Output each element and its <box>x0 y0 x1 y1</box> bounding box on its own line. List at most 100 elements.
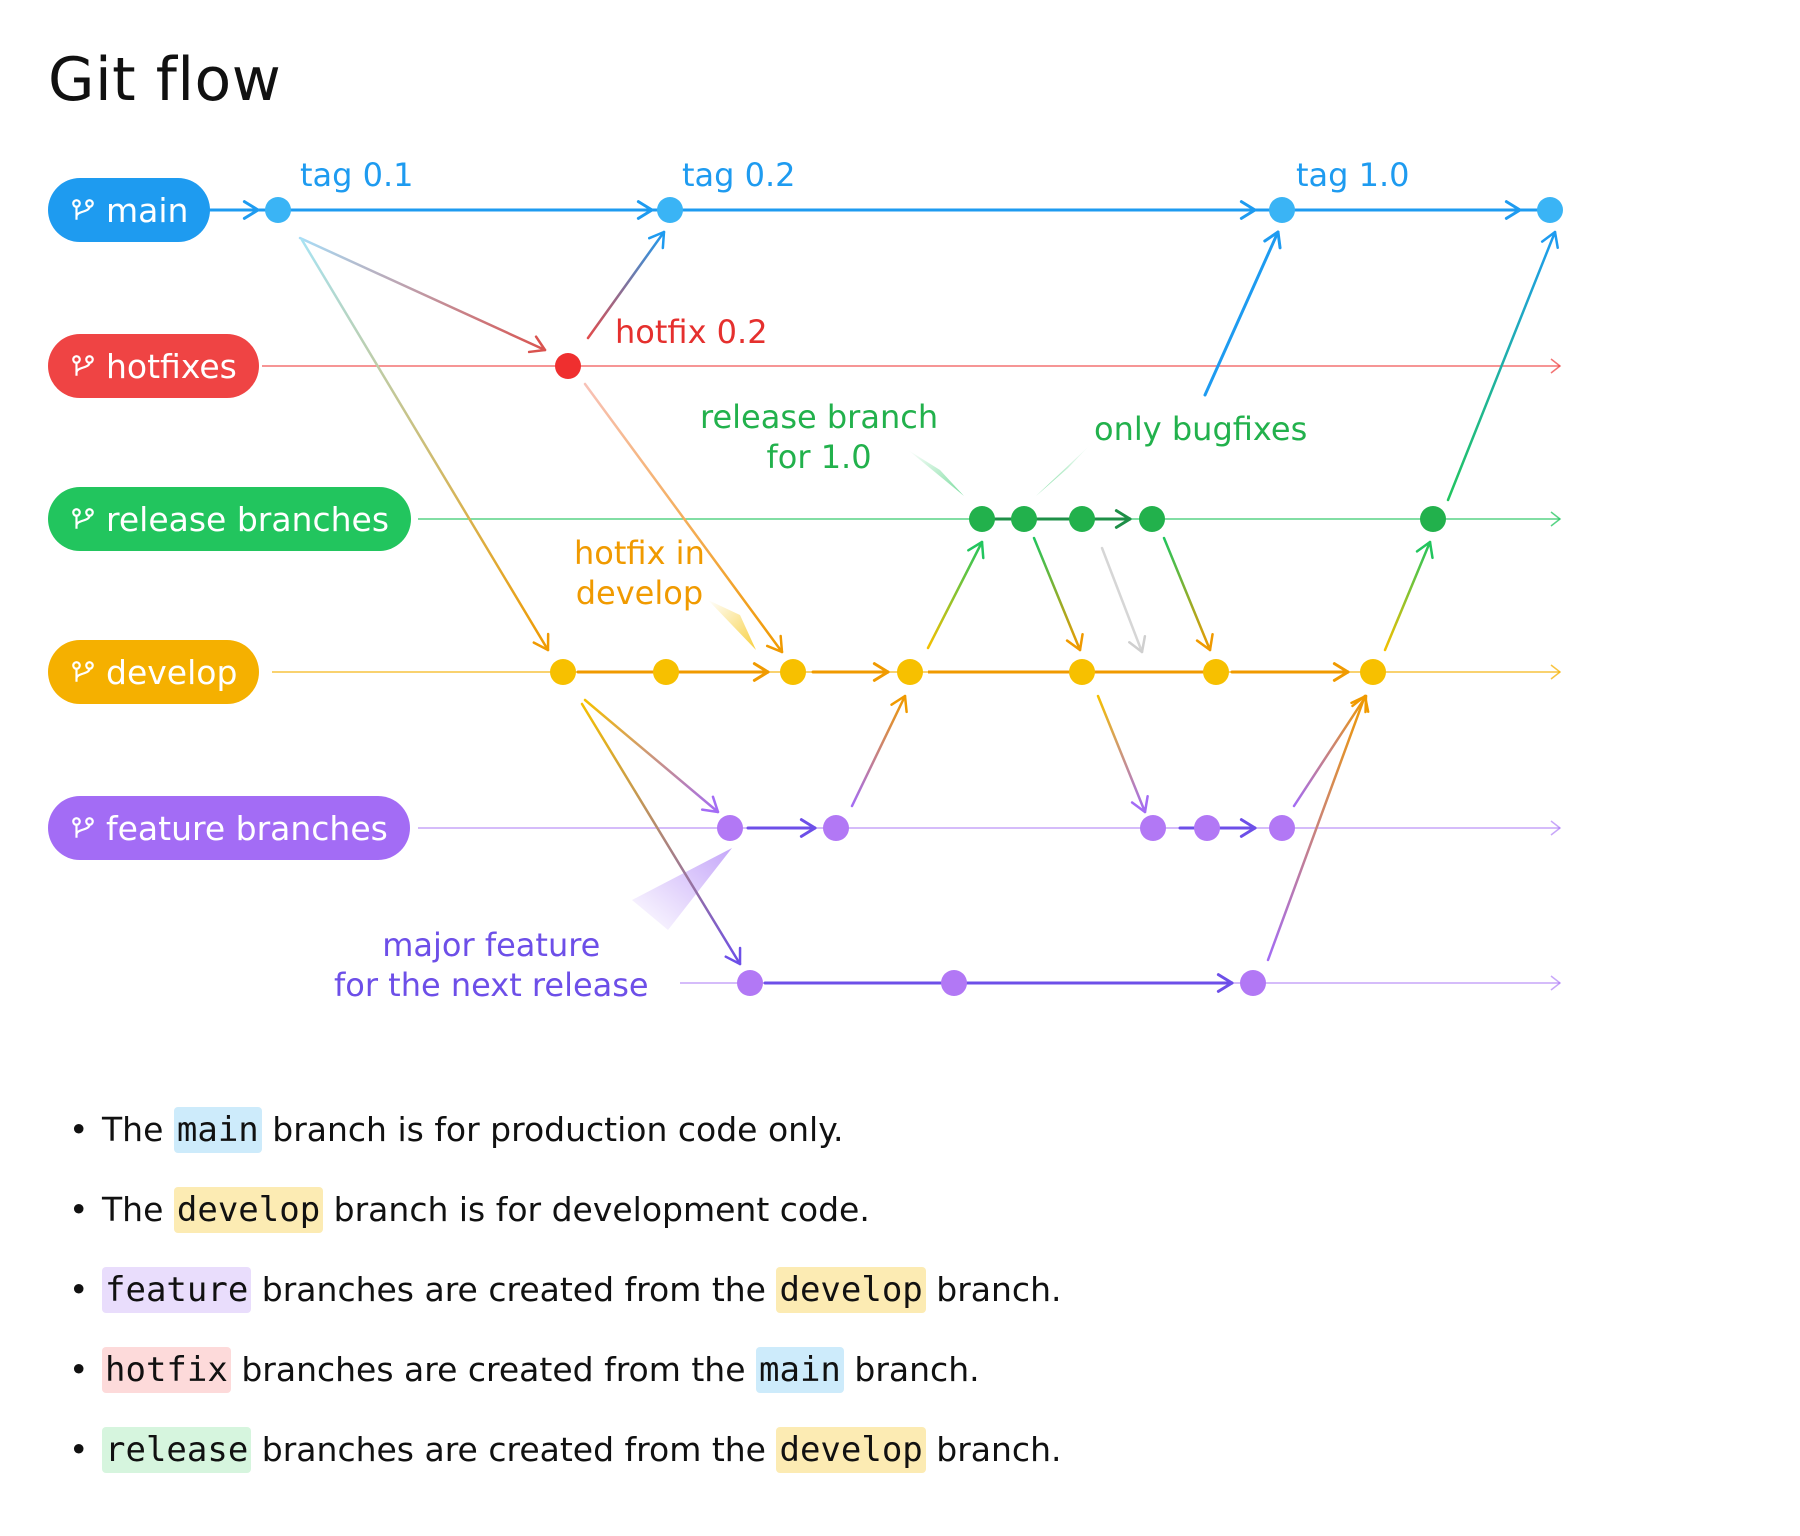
commit-nodes <box>265 197 1563 996</box>
develop-commit <box>1203 659 1229 685</box>
lane-label-text: feature branches <box>106 808 388 848</box>
lane-label-text: develop <box>106 652 238 692</box>
arrow-head <box>1130 794 1149 814</box>
notes-list: •The main branch is for production code … <box>56 1105 1061 1505</box>
commit-edges <box>213 200 1559 993</box>
bullet: • <box>69 1190 89 1229</box>
lane-label-feature: feature branches <box>48 796 410 860</box>
lane-end-arrow <box>1550 975 1562 991</box>
keyword-chip: release <box>102 1427 252 1473</box>
develop-commit <box>550 659 576 685</box>
arrow-head <box>1195 632 1214 652</box>
commit-arrow <box>583 382 784 654</box>
arrow-head <box>700 795 720 814</box>
keyword-chip: hotfix <box>102 1347 231 1393</box>
main-commit <box>265 197 291 223</box>
release-commit <box>1139 506 1165 532</box>
note-line: hotfix in <box>574 534 705 572</box>
bullet: • <box>69 1350 89 1389</box>
arrow-head <box>648 230 666 250</box>
arrow-head <box>967 540 985 560</box>
commit-arrow <box>1446 230 1557 502</box>
commit-arrow <box>1292 694 1368 808</box>
commit-arrow <box>1096 694 1147 814</box>
note-item: •hotfix branches are created from the ma… <box>56 1345 1061 1395</box>
branch-icon <box>72 817 94 838</box>
arrow-head <box>1351 694 1370 713</box>
page-title: Git flow <box>48 45 282 115</box>
main-commit <box>1537 197 1563 223</box>
arrow-head <box>1065 632 1084 652</box>
tag-label-0-1: tag 0.1 <box>300 156 414 194</box>
commit-arrow <box>1383 540 1432 652</box>
arrow-head <box>1239 818 1257 838</box>
lane-label-text: release branches <box>106 499 390 539</box>
arrow-head <box>872 662 890 682</box>
note-line: develop <box>575 574 704 612</box>
main-commit <box>657 197 683 223</box>
bullet: • <box>69 1430 89 1469</box>
commit-arrow <box>1032 536 1082 652</box>
commit-arrow <box>300 238 550 652</box>
commit-arrow <box>586 230 666 340</box>
main-commit <box>1269 197 1295 223</box>
lane-end-arrow <box>1550 664 1562 680</box>
lane-end-arrow <box>1550 820 1562 836</box>
arrow-head <box>1263 230 1282 250</box>
branch-lines <box>205 202 1562 991</box>
note-line: for the next release <box>334 966 649 1004</box>
feature-commit <box>1140 815 1166 841</box>
develop-commit <box>897 659 923 685</box>
arrow-head <box>765 634 784 654</box>
release-commit <box>1011 506 1037 532</box>
arrow-head <box>1239 200 1257 220</box>
commit-arrow <box>1266 694 1367 962</box>
commit-arrow <box>583 698 720 814</box>
feature-commit <box>823 815 849 841</box>
lane-label-hotfixes: hotfixes <box>48 334 259 398</box>
branch-icon <box>72 508 94 529</box>
arrow-head <box>1128 635 1147 654</box>
major-feature-commit <box>737 970 763 996</box>
release-commit <box>969 506 995 532</box>
note-line: release branch <box>700 398 939 436</box>
lane-label-develop: develop <box>48 640 260 704</box>
arrow-head <box>1114 509 1132 529</box>
lane-label-text: main <box>106 190 189 230</box>
note-item: •The develop branch is for development c… <box>56 1185 1061 1235</box>
keyword-chip: feature <box>102 1267 252 1313</box>
tag-label-1-0: tag 1.0 <box>1296 156 1410 194</box>
commit-arrow <box>298 236 547 352</box>
bullet: • <box>69 1110 89 1149</box>
callout-pointer <box>708 600 756 650</box>
feature-commit <box>1194 815 1220 841</box>
lane-label-main: main <box>48 178 211 242</box>
note-line: major feature <box>382 926 601 964</box>
bugfixes-note: only bugfixes <box>1094 410 1308 448</box>
keyword-chip: develop <box>173 1187 324 1233</box>
lane-label-release: release branches <box>48 487 412 551</box>
commit-arrow <box>1100 546 1144 654</box>
keyword-chip: develop <box>776 1267 926 1313</box>
arrow-head <box>724 946 742 966</box>
develop-commit <box>1360 659 1386 685</box>
release-commit <box>1420 506 1446 532</box>
keyword-chip: main <box>173 1107 262 1153</box>
lane-label-text: hotfixes <box>106 346 237 386</box>
release-commit <box>1069 506 1095 532</box>
commit-arrow <box>850 694 907 808</box>
callout-pointers <box>632 445 1090 930</box>
commit-arrow <box>580 702 742 966</box>
note-item: •The main branch is for production code … <box>56 1105 1061 1155</box>
branch-icon <box>72 199 94 220</box>
arrow-head <box>1415 540 1434 560</box>
keyword-chip: develop <box>776 1427 926 1473</box>
hotfix-commit <box>555 353 581 379</box>
bullet: • <box>69 1270 89 1309</box>
arrow-head <box>752 662 770 682</box>
arrow-head <box>1540 230 1559 250</box>
major-feature-note: major feature for the next release <box>334 925 649 1005</box>
arrow-head <box>1216 973 1234 993</box>
lane-end-arrow <box>1550 511 1562 527</box>
